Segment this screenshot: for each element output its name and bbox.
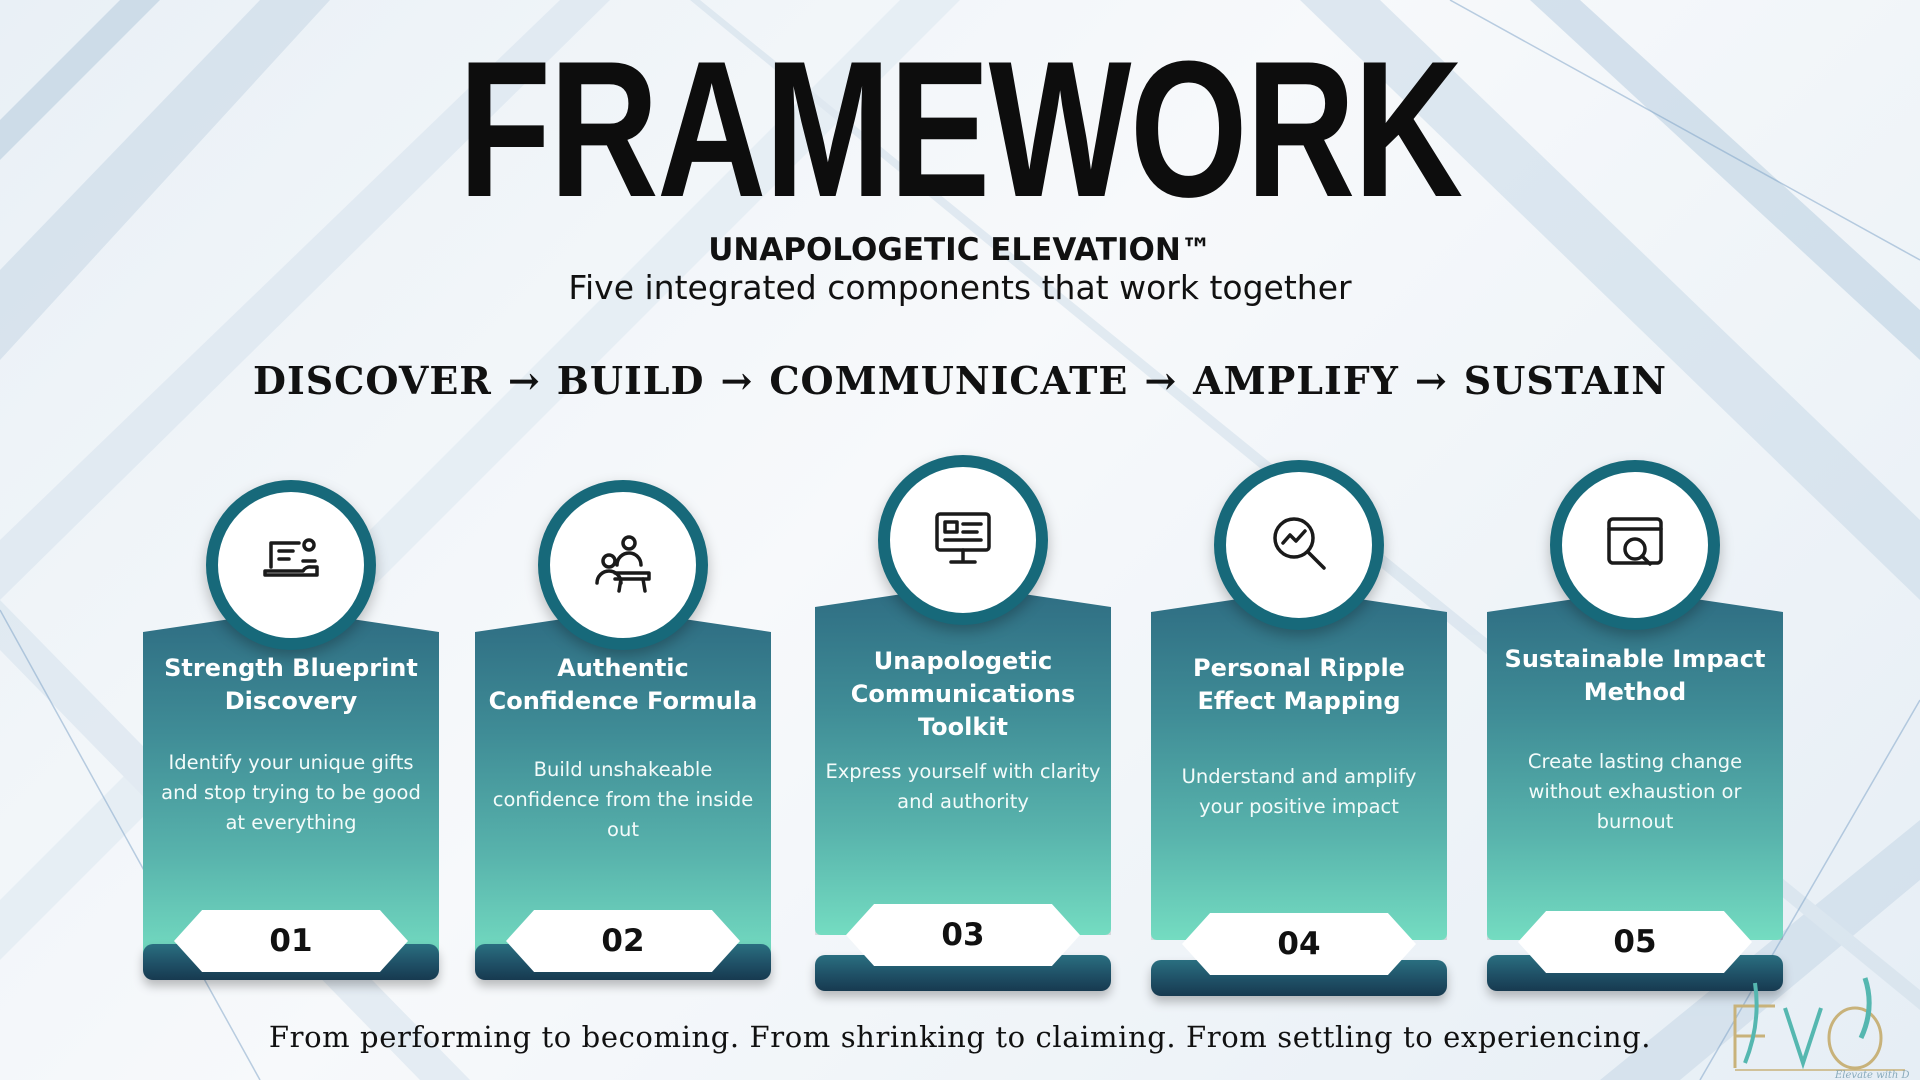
framework-subtitle: UNAPOLOGETIC ELEVATION™ (708, 232, 1212, 268)
user-presenting-icon (591, 531, 655, 599)
icon-circle (1214, 460, 1384, 630)
magnifier-trend-icon (1267, 511, 1331, 579)
card-number: 04 (1182, 913, 1416, 975)
component-card-2: Authentic Confidence Formula Build unsha… (475, 480, 771, 980)
process-arrow: → (1414, 358, 1448, 403)
component-card-4: Personal Ripple Effect Mapping Understan… (1151, 460, 1447, 996)
card-description: Create lasting change without exhaustion… (1527, 750, 1743, 833)
card-panel (143, 610, 439, 960)
card-title: Unapologetic Communications Toolkit (850, 647, 1076, 741)
process-flow: DISCOVER → BUILD → COMMUNICATE → AMPLIFY → SUSTA… (0, 358, 1920, 403)
card-title: Authentic Confidence Formula (488, 654, 758, 715)
component-card-5: Sustainable Impact Method Create lasting… (1487, 460, 1783, 991)
card-number: 03 (846, 904, 1080, 966)
icon-circle (1550, 460, 1720, 630)
card-panel (1151, 590, 1447, 940)
card-description: Understand and amplify your positive imp… (1181, 765, 1417, 818)
card-title: Strength Blueprint Discovery (164, 654, 418, 715)
icon-circle (206, 480, 376, 650)
component-card-3: Unapologetic Communications Toolkit Expr… (815, 455, 1111, 991)
framework-tagline: Five integrated components that work tog… (568, 268, 1352, 307)
card-panel (1487, 590, 1783, 940)
process-step-communicate: COMMUNICATE (769, 358, 1129, 403)
card-description: Express yourself with clarity and author… (825, 760, 1101, 813)
process-arrow: → (507, 358, 541, 403)
process-arrow: → (1144, 358, 1178, 403)
card-panel (475, 610, 771, 960)
icon-circle (878, 455, 1048, 625)
browser-search-icon (1603, 511, 1667, 579)
process-step-amplify: AMPLIFY (1193, 358, 1399, 403)
card-number: 02 (506, 910, 740, 972)
monitor-presentation-icon (931, 506, 995, 574)
card-title: Personal Ripple Effect Mapping (1193, 654, 1405, 715)
process-step-discover: DISCOVER (253, 358, 492, 403)
process-step-build: BUILD (556, 358, 705, 403)
evo-logo: Elevate with D (1733, 977, 1910, 1080)
card-title: Sustainable Impact Method (1504, 645, 1766, 706)
card-number: 05 (1518, 911, 1752, 973)
component-card-1: Strength Blueprint Discovery Identify yo… (143, 480, 439, 980)
card-panel (815, 585, 1111, 935)
footer-tagline: From performing to becoming. From shrink… (268, 1020, 1652, 1054)
card-description: Identify your unique gifts and stop tryi… (161, 751, 421, 834)
card-description: Build unshakeable confidence from the in… (492, 758, 754, 841)
card-number: 01 (174, 910, 408, 972)
process-step-sustain: SUSTAIN (1463, 358, 1667, 403)
page-title: FRAMEWORK (458, 21, 1463, 238)
logo-subtext: Elevate with D (1834, 1070, 1910, 1080)
laptop-profile-icon (259, 531, 323, 599)
process-arrow: → (720, 358, 754, 403)
icon-circle (538, 480, 708, 650)
